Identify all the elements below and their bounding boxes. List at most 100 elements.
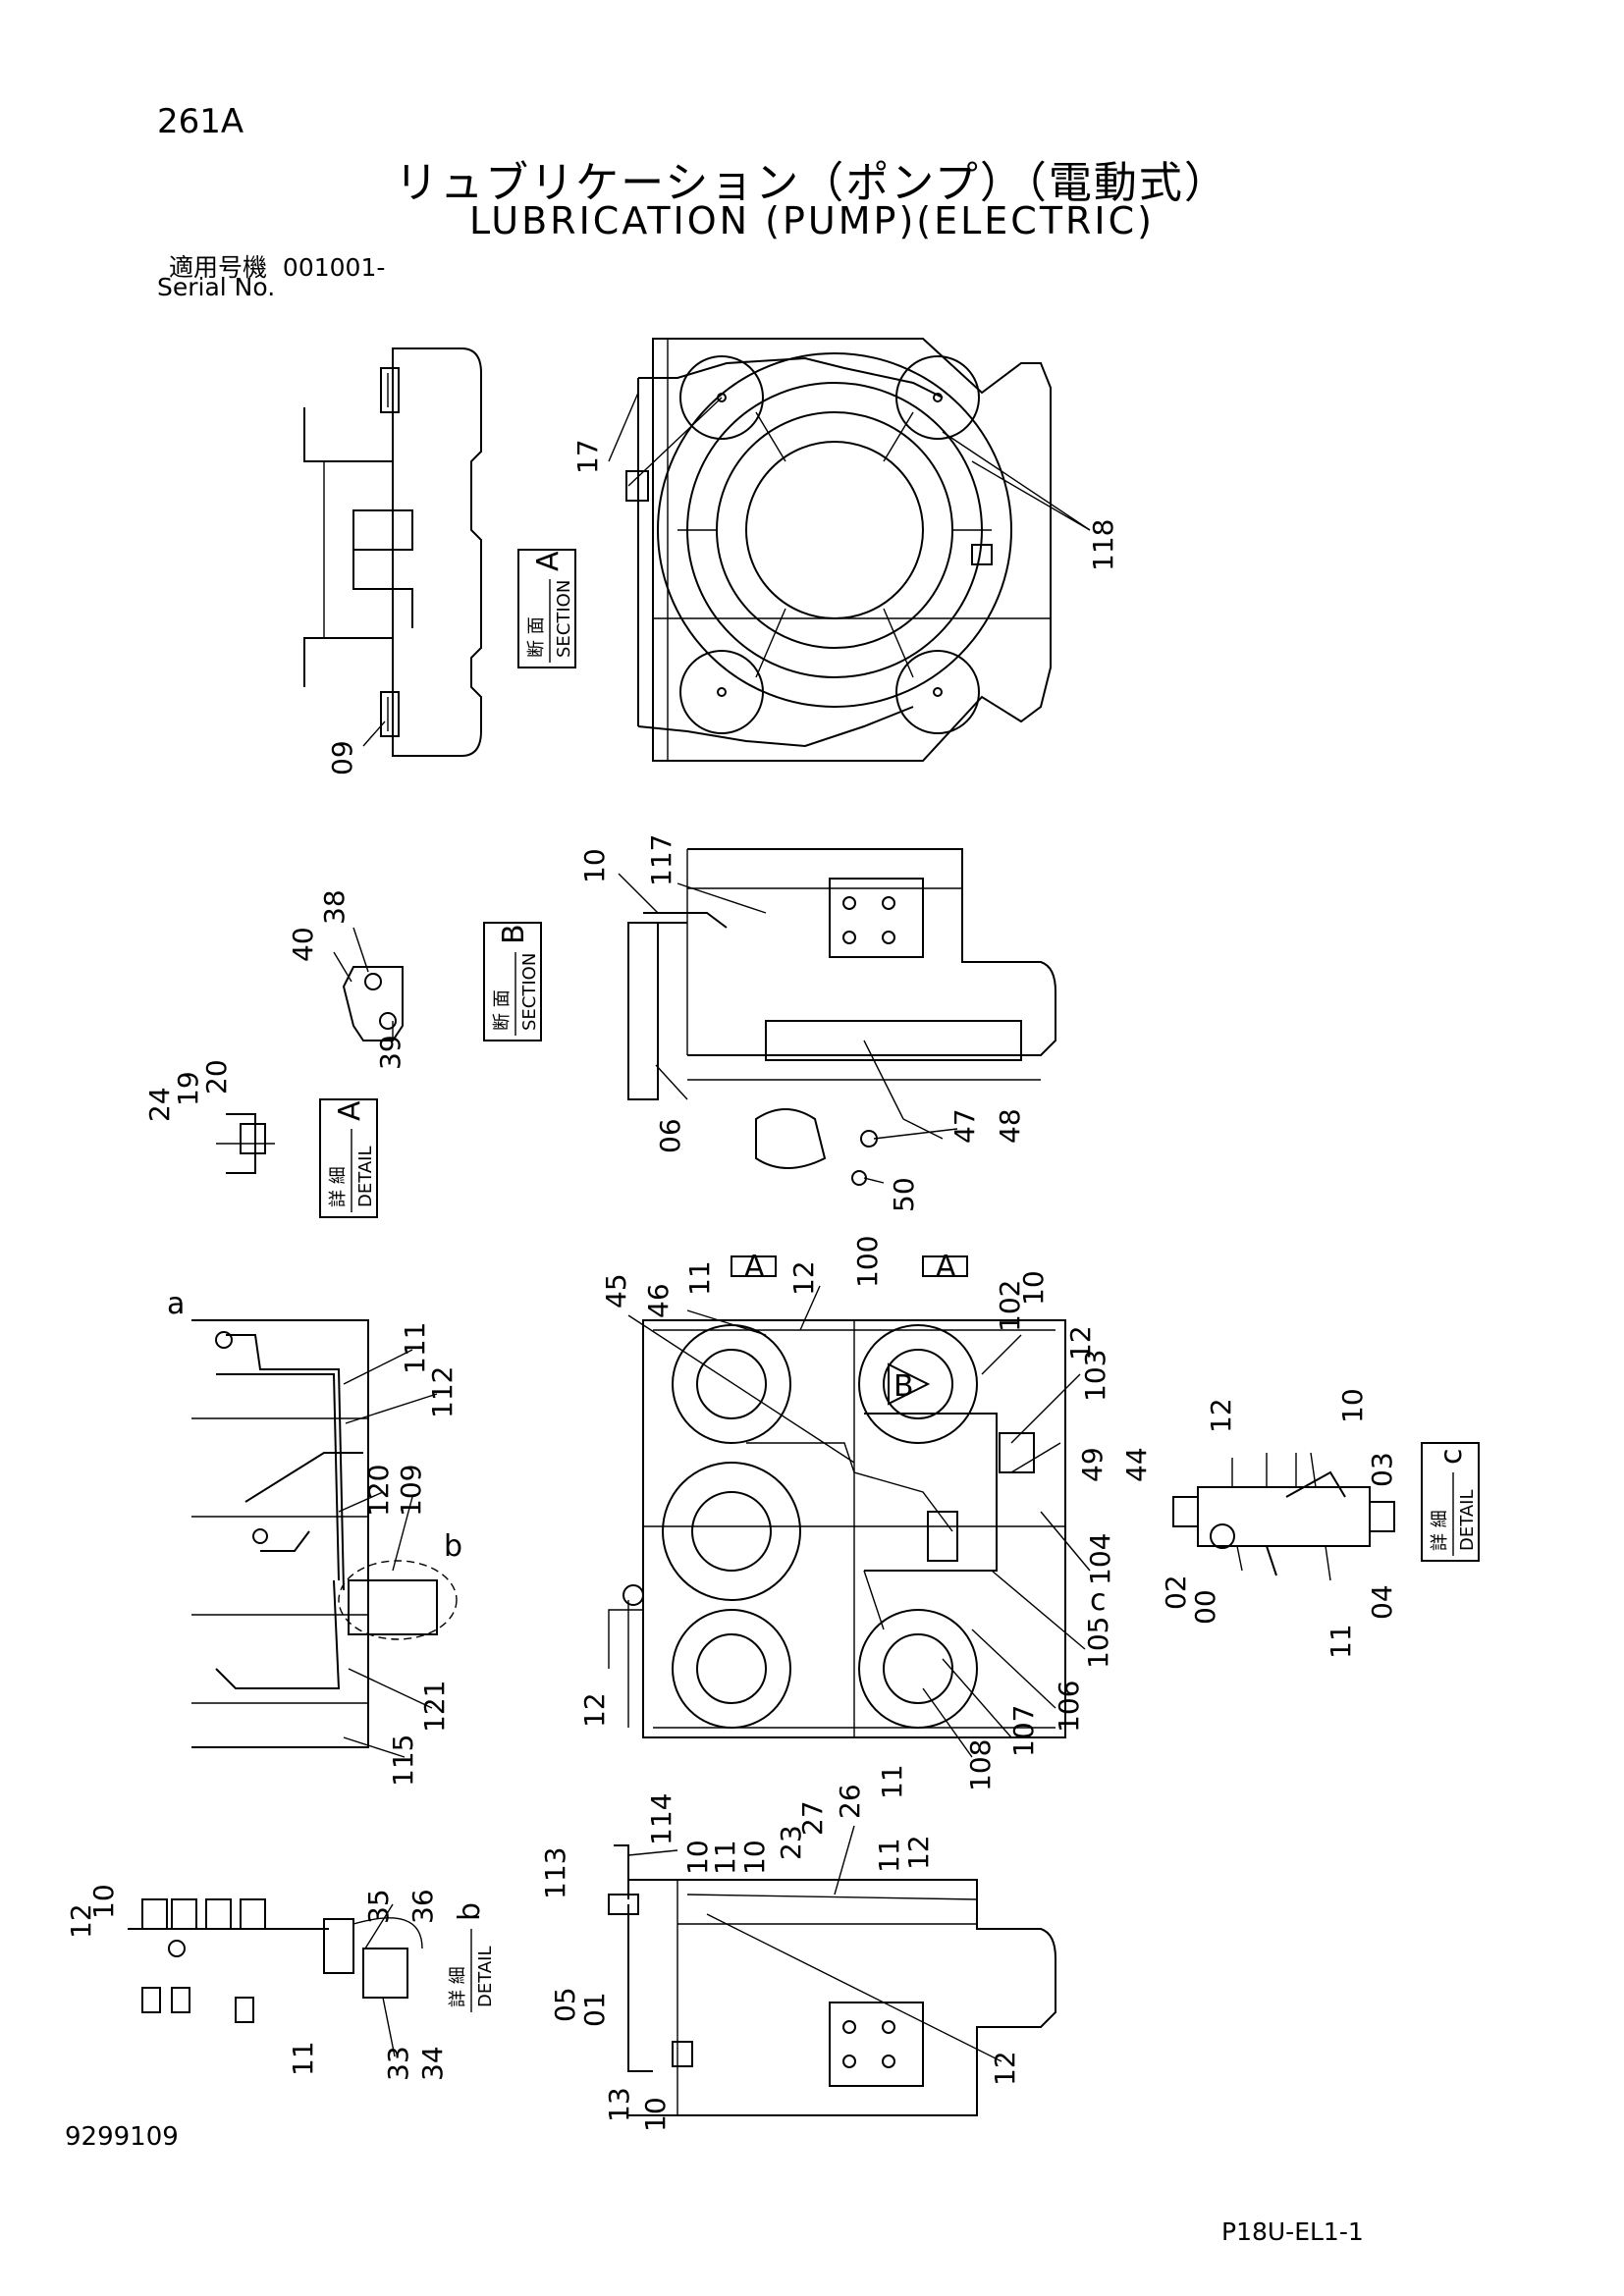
detail-a-word: DETAIL <box>355 1147 376 1207</box>
callout-label: 106 <box>1053 1681 1085 1733</box>
sheet-code: P18U-EL1-1 <box>1221 2217 1364 2246</box>
page-title-english: LUBRICATION (PUMP)(ELECTRIC) <box>469 199 1155 242</box>
callout-label: 48 <box>994 1108 1026 1144</box>
callout-label: 50 <box>888 1177 920 1212</box>
bottom-side-view <box>608 1844 1056 2116</box>
callout-label: 27 <box>796 1800 829 1836</box>
section-a-side-view <box>303 347 482 757</box>
callout-label: 10 <box>87 1884 120 1919</box>
detail-c-letter: c <box>1435 1449 1469 1466</box>
callout-label: 19 <box>172 1071 204 1106</box>
callout-label: 111 <box>399 1322 431 1374</box>
callout-label: 49 <box>1076 1447 1109 1482</box>
callout-label: 11 <box>876 1764 908 1799</box>
callout-label: 11 <box>1325 1624 1357 1659</box>
callout-label: 47 <box>948 1108 981 1144</box>
view-label-detail-a: 詳 細 DETAIL A <box>319 1098 378 1218</box>
arrow-a-left-letter: A <box>744 1250 765 1284</box>
detail-c-word: DETAIL <box>1457 1490 1478 1551</box>
callout-label: 10 <box>578 848 611 883</box>
callout-label: 11 <box>873 1838 905 1873</box>
left-plan-view <box>191 1319 458 1748</box>
leader-lines <box>333 392 1091 2062</box>
callout-label: 00 <box>1189 1589 1221 1625</box>
callout-label: 12 <box>1205 1398 1237 1433</box>
view-label-detail-c: 詳 細 DETAIL c <box>1421 1442 1480 1562</box>
section-a-kanji: 断 面 <box>526 616 547 658</box>
detail-b-kanji: 詳 細 <box>448 1966 468 2007</box>
detail-b-word: DETAIL <box>475 1947 496 2007</box>
callout-label: 34 <box>416 2046 449 2081</box>
callout-label: 36 <box>406 1889 439 1924</box>
callout-label: 45 <box>600 1273 632 1308</box>
callout-label: 104 <box>1084 1533 1116 1585</box>
callout-label: 12 <box>1064 1325 1097 1361</box>
section-b-letter: B <box>497 924 531 944</box>
callout-label: 09 <box>326 740 358 775</box>
section-b-side-view <box>627 848 1056 1186</box>
detail-b-letter: b <box>453 1902 487 1921</box>
callout-label: 38 <box>318 889 351 925</box>
callout-label: 118 <box>1087 519 1119 571</box>
callout-label: 114 <box>645 1793 677 1845</box>
document-number: 9299109 <box>65 2122 179 2152</box>
page-number: 261A <box>157 102 244 141</box>
callout-label: 102 <box>994 1280 1026 1332</box>
main-plan-view <box>608 1319 1066 1738</box>
callout-label: 46 <box>642 1283 675 1318</box>
section-b-word: SECTION <box>519 953 540 1031</box>
view-arrows <box>731 1255 968 1406</box>
section-b-kanji: 断 面 <box>492 989 513 1031</box>
serial-applicability: 適用号機 001001- <box>169 248 385 284</box>
callout-label: 12 <box>578 1692 611 1728</box>
callout-label: 105 <box>1082 1617 1114 1669</box>
callout-label: 12 <box>787 1260 820 1296</box>
callout-label: 108 <box>964 1739 997 1791</box>
callout-label: 120 <box>362 1465 395 1517</box>
serial-range: 001001- <box>282 253 386 282</box>
bracket-detail-38-40 <box>342 966 404 1041</box>
callout-label: 117 <box>645 834 677 886</box>
callout-label: 39 <box>374 1035 406 1070</box>
callout-label: 20 <box>200 1059 233 1095</box>
callout-label: 115 <box>387 1735 419 1787</box>
ref-b-letter: b <box>444 1529 462 1564</box>
callout-label: 05 <box>549 1987 581 2022</box>
ref-c-letter: c <box>1090 1583 1107 1618</box>
callout-label: 04 <box>1366 1584 1398 1620</box>
callout-label: 13 <box>603 2087 635 2122</box>
detail-a-letter: A <box>333 1100 367 1121</box>
callout-label: 10 <box>639 2097 672 2132</box>
callout-label: 11 <box>709 1840 741 1875</box>
detail-b-pump-block <box>128 1898 423 2023</box>
callout-label: 10 <box>681 1840 714 1875</box>
detail-a-kanji: 詳 細 <box>328 1166 349 1207</box>
section-a-letter: A <box>531 551 566 571</box>
section-a-plan-view <box>625 338 1091 762</box>
callout-label: 113 <box>539 1847 571 1899</box>
view-label-section-a: 断 面 SECTION A <box>517 549 576 668</box>
detail-c-manifold <box>1172 1452 1395 1581</box>
detail-c-kanji: 詳 細 <box>1430 1510 1450 1551</box>
ref-a-letter: a <box>167 1287 185 1321</box>
callout-label: 10 <box>1336 1388 1369 1423</box>
detail-a-fitting <box>216 1113 275 1174</box>
arrow-b-letter: B <box>893 1369 914 1404</box>
callout-label: 17 <box>571 439 604 474</box>
view-label-section-b: 断 面 SECTION B <box>483 922 542 1041</box>
callout-label: 06 <box>654 1118 686 1153</box>
callout-label: 12 <box>65 1903 97 1939</box>
callout-label: 100 <box>851 1236 884 1288</box>
callout-label: 33 <box>382 2046 414 2081</box>
callout-label: 10 <box>1017 1270 1050 1306</box>
callout-label: 112 <box>426 1366 459 1418</box>
callout-label: 02 <box>1160 1575 1192 1610</box>
callout-label: 11 <box>683 1260 716 1296</box>
callout-label: 44 <box>1120 1447 1153 1482</box>
callout-label: 103 <box>1079 1350 1111 1402</box>
callout-label: 01 <box>578 1992 611 2027</box>
serial-label-english: Serial No. <box>157 273 276 301</box>
section-a-word: SECTION <box>554 580 574 658</box>
callout-label: 10 <box>738 1840 771 1875</box>
